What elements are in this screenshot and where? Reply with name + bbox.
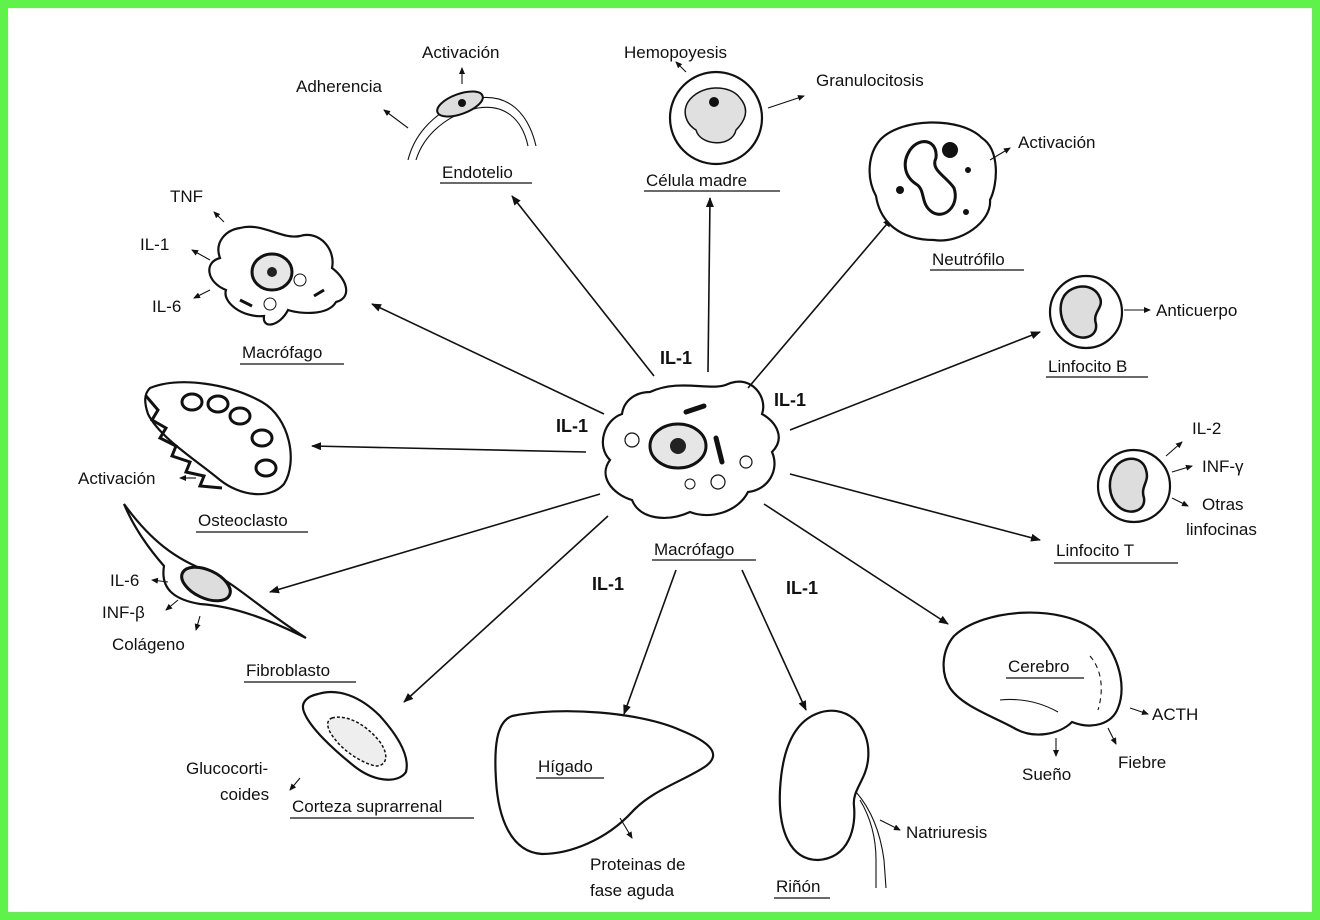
osteoclasto-effect-activacion: Activación	[78, 469, 155, 488]
arrow-to-linfocito-b	[790, 332, 1040, 430]
neutrofilo-label: Neutrófilo	[932, 250, 1005, 269]
endotelio-effect-activacion: Activación	[422, 43, 499, 62]
il1-label-bottom-right: IL-1	[786, 578, 818, 598]
arrow-to-cerebro	[764, 504, 948, 624]
higado-effect-line2: fase aguda	[590, 881, 675, 900]
arrow-to-macrofago	[372, 304, 604, 414]
linfocito-t-illustration	[1098, 450, 1170, 522]
linfocito-t-effect-inf-gamma: INF-γ	[1202, 457, 1244, 476]
osteoclasto-illustration	[145, 382, 291, 494]
linfocito-b-effect-anticuerpo: Anticuerpo	[1156, 301, 1237, 320]
fibroblasto-effect-inf-beta: INF-β	[102, 603, 145, 622]
endotelio-effect-adherencia: Adherencia	[296, 77, 383, 96]
cerebro-effect-sueno: Sueño	[1022, 765, 1071, 784]
celula-madre-effect-hemopoyesis: Hemopoyesis	[624, 43, 727, 62]
neutrofilo-illustration	[870, 122, 996, 240]
fibroblasto-effect-colageno: Colágeno	[112, 635, 185, 654]
cerebro-effect-acth: ACTH	[1152, 705, 1198, 724]
linfocito-t-effect-il2: IL-2	[1192, 419, 1221, 438]
corteza-effect-glucocorti: Glucocorti-	[186, 759, 268, 778]
linfocito-t-label: Linfocito T	[1056, 541, 1134, 560]
higado-label: Hígado	[538, 757, 593, 776]
arrow-to-endotelio	[512, 196, 654, 376]
macrofago-target-illustration	[209, 227, 346, 325]
il1-label-top: IL-1	[660, 348, 692, 368]
rinon-effect-natriuresis: Natriuresis	[906, 823, 987, 842]
arrow-to-higado	[624, 570, 676, 714]
linfocito-b-label: Linfocito B	[1048, 357, 1127, 376]
fibroblasto-effect-il6: IL-6	[110, 571, 139, 590]
arrow-to-celula-madre	[708, 198, 710, 372]
corteza-effect-coides: coides	[220, 785, 269, 804]
celula-madre-label: Célula madre	[646, 171, 747, 190]
central-macrophage	[603, 382, 779, 518]
neutrofilo-effect-activacion: Activación	[1018, 133, 1095, 152]
rinon-label: Riñón	[776, 877, 820, 896]
center-label: Macrófago	[654, 540, 734, 559]
linfocito-b-illustration	[1050, 276, 1122, 348]
higado-effect-line1: Proteinas de	[590, 855, 685, 874]
celula-madre-effect-granulocitosis: Granulocitosis	[816, 71, 924, 90]
arrow-to-neutrofilo	[748, 218, 892, 388]
celula-madre-illustration	[670, 72, 762, 164]
arrow-to-linfocito-t	[790, 474, 1040, 540]
cerebro-effect-fiebre: Fiebre	[1118, 753, 1166, 772]
macrofago-target-label: Macrófago	[242, 343, 322, 362]
rinon-illustration	[780, 711, 886, 888]
il1-label-right: IL-1	[774, 390, 806, 410]
linfocito-t-effect-linfocinas: linfocinas	[1186, 520, 1257, 539]
macrofago-effect-il6: IL-6	[152, 297, 181, 316]
linfocito-t-effect-otras: Otras	[1202, 495, 1244, 514]
il1-label-left: IL-1	[556, 416, 588, 436]
higado-illustration	[495, 711, 713, 854]
arrow-to-fibroblasto	[270, 494, 600, 592]
corteza-suprarrenal-illustration	[303, 692, 407, 780]
fibroblasto-label: Fibroblasto	[246, 661, 330, 680]
corteza-label: Corteza suprarrenal	[292, 797, 442, 816]
arrow-to-osteoclasto	[312, 446, 586, 452]
macrofago-effect-il1: IL-1	[140, 235, 169, 254]
endotelio-label: Endotelio	[442, 163, 513, 182]
cerebro-label: Cerebro	[1008, 657, 1069, 676]
osteoclasto-label: Osteoclasto	[198, 511, 288, 530]
macrofago-effect-tnf: TNF	[170, 187, 203, 206]
endotelio-illustration	[408, 86, 536, 160]
il1-label-bottom-left: IL-1	[592, 574, 624, 594]
